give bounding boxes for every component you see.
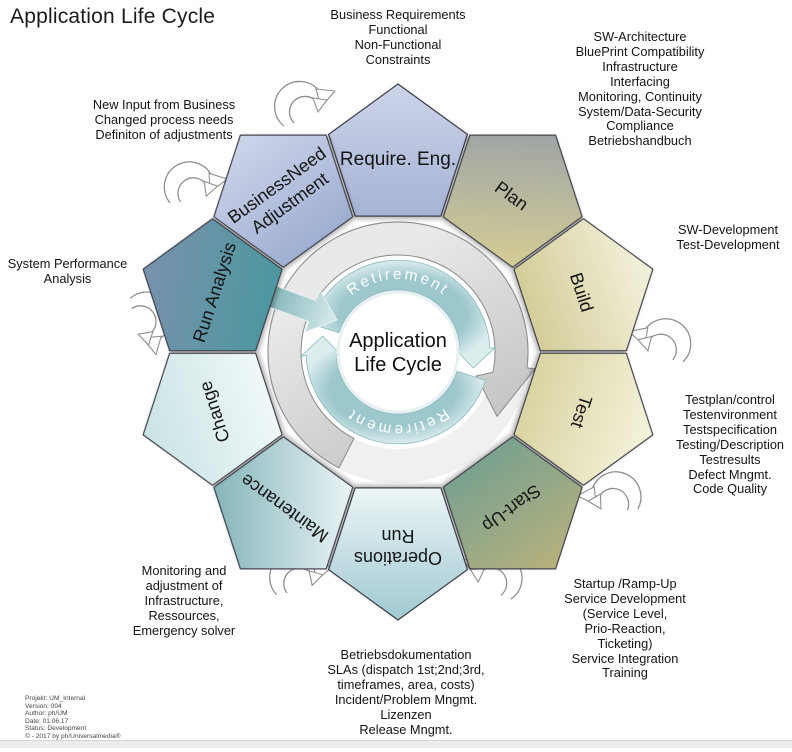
phase-pentagon-businessneed-adjustment: BusinessNeed Adjustment [213,134,354,268]
page-title: Application Life Cycle [10,5,216,28]
phase-pentagon-require-eng: Require. Eng. [328,83,468,217]
retirement-ring-arrow-bottom [299,335,487,445]
loop-arrow [273,80,336,127]
phase-pentagon-run-analysis: Run Analysis [142,218,283,352]
center-circle [336,290,460,414]
annotation-run-analysis: System Performance Analysis [7,256,128,286]
meta-author: Author: ph/UM [25,710,68,718]
center-title-line1: Application [349,330,447,352]
phase-label: Operations [354,548,442,568]
loop-arrow [627,316,693,367]
phase-pentagon-operations-run: Operations Run [328,487,468,621]
phase-pentagon-maintenance: Maintenance [213,436,354,570]
annotation-start-up: Startup /Ramp-Up Service Development (Se… [564,576,686,681]
phase-pentagon-change: Change [142,352,283,486]
annotation-business-requirements: Business Requirements Functional Non-Fun… [330,7,466,67]
document-meta: Projekt: UM_Internal Version: 004 Author… [25,695,120,741]
phase-label: Run [381,526,414,546]
annotation-test: Testplan/control Testenvironment Testspe… [675,392,785,497]
retirement-ring-arrow-top [309,259,497,369]
phase-pentagon-test: Test [513,352,654,486]
meta-version: Version: 004 [25,702,62,710]
meta-copyright: © - 2017 by ph/Universalmedia® [25,732,121,740]
phase-label: Require. Eng. [340,149,456,170]
phase-pentagon-start-up: Start-Up [442,436,583,570]
meta-projekt: Projekt: UM_Internal [25,695,86,702]
phase-ring: Require. Eng. Plan Build Test Start-Up O… [142,83,654,621]
center-title-line2: Life Cycle [354,354,442,376]
meta-date: Date: 01.06.17 [25,717,69,725]
annotation-maintenance: Monitoring and adjustment of Infrastruct… [132,563,236,638]
annotation-plan: SW-Architecture BluePrint Compatibility … [575,29,705,149]
annotation-operations-run: Betriebsdokumentation SLAs (dispatch 1st… [327,647,485,737]
meta-status: Status: Development [25,725,87,733]
annotation-build: SW-Development Test-Development [676,222,780,252]
bottom-edge-strip [0,740,792,748]
phase-pentagon-build: Build [513,218,654,352]
phase-pentagon-plan: Plan [442,134,583,268]
annotation-business-need: New Input from Business Changed process … [92,97,236,142]
